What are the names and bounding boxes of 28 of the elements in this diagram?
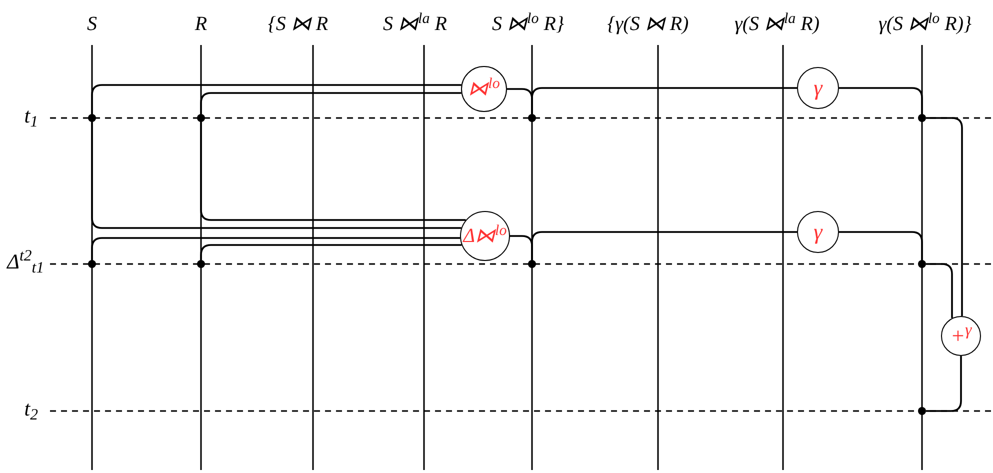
connector-line — [839, 87, 923, 114]
connector-line — [926, 263, 953, 318]
connector-line — [91, 84, 462, 114]
connector-line — [91, 122, 462, 229]
connector-line — [91, 237, 460, 260]
operator-symbol: γ — [814, 77, 822, 99]
column-header: S ⋈$^{la}$ R — [383, 14, 447, 34]
operator-symbol: ⋈$^{lo}$ — [468, 79, 500, 99]
time-label: t$_{1}$ — [24, 106, 38, 126]
connector-line — [200, 92, 462, 114]
time-label: t$_{2}$ — [24, 398, 38, 420]
connector-line — [200, 122, 466, 221]
connector-line — [926, 356, 962, 412]
column-header: R — [194, 14, 208, 34]
column-header: S ⋈$^{lo}$ R} — [492, 14, 564, 34]
column-header: γ(S ⋈$^{lo}$ R)} — [878, 14, 972, 34]
connector-line — [926, 117, 963, 316]
operator-symbol: +$^{γ}$ — [950, 325, 972, 347]
column-header: {S ⋈ R — [268, 14, 328, 34]
connector-line — [531, 87, 797, 114]
column-header: γ(S ⋈$^{la}$ R) — [734, 14, 820, 34]
connector-line — [531, 231, 797, 260]
connector-line — [839, 231, 923, 260]
operator-symbol: γ — [814, 221, 822, 243]
column-header: S — [87, 14, 97, 34]
column-header: {γ(S ⋈ R) — [607, 14, 689, 34]
operator-symbol: Δ⋈$^{lo}$ — [463, 226, 507, 246]
connector-line — [200, 244, 462, 260]
